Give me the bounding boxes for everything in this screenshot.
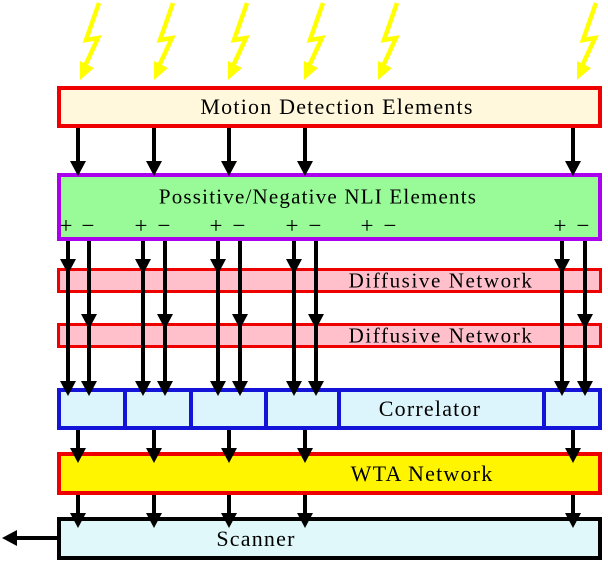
signal-line [571,128,575,163]
signal-line [571,495,575,515]
nli-elements-box [57,173,602,241]
nli-plus-terminal: + [285,213,299,238]
signal-line [571,430,575,450]
down-arrow-icon [577,381,593,396]
correlator-cell-divider [337,390,341,428]
down-arrow-icon [70,513,86,528]
lightning-bolt-icon [363,0,407,89]
lightning-bolt-icon [65,0,109,89]
down-arrow-icon [286,381,302,396]
down-arrow-icon [232,314,248,329]
signal-line [66,241,70,388]
correlator-label: Correlator [378,396,482,421]
nli-plus-terminal: + [360,213,374,238]
correlator-cell-divider [123,390,127,428]
down-arrow-icon [210,381,226,396]
down-arrow-icon [70,161,86,176]
scanner-label: Scanner [216,526,296,551]
nli-plus-terminal: + [134,213,148,238]
down-arrow-icon [210,259,226,274]
nli-minus-terminal: − [308,213,322,238]
lightning-bolt-icon [562,0,606,89]
down-arrow-icon [81,381,97,396]
down-arrow-icon [135,381,151,396]
signal-line [152,430,156,450]
signal-line [227,495,231,515]
nli-minus-terminal: − [81,213,95,238]
signal-line [152,495,156,515]
down-arrow-icon [308,381,324,396]
diffusive-network-2-label: Diffusive Network [348,323,534,348]
down-arrow-icon [135,259,151,274]
down-arrow-icon [81,314,97,329]
signal-line [227,128,231,163]
scanner-box [57,517,602,560]
signal-line [227,430,231,450]
left-arrow-icon [2,530,17,546]
correlator-cell-divider [542,390,546,428]
nli-minus-terminal: − [232,213,246,238]
signal-line [76,430,80,450]
down-arrow-icon [146,513,162,528]
down-arrow-icon [577,314,593,329]
signal-line [292,241,296,388]
diffusive-network-1-label: Diffusive Network [348,268,534,293]
scanner-output-shaft [14,536,59,540]
lightning-bolt-icon [139,0,183,89]
nli-minus-terminal: − [383,213,397,238]
down-arrow-icon [146,161,162,176]
signal-line [76,495,80,515]
down-arrow-icon [297,513,313,528]
motion-detection-label: Motion Detection Elements [200,94,474,119]
down-arrow-icon [157,314,173,329]
down-arrow-icon [297,448,313,463]
signal-line [152,128,156,163]
down-arrow-icon [221,161,237,176]
nli-minus-terminal: − [576,213,590,238]
down-arrow-icon [286,259,302,274]
lightning-bolt-icon [213,0,257,89]
down-arrow-icon [221,513,237,528]
signal-line [303,430,307,450]
down-arrow-icon [232,381,248,396]
nli-plus-terminal: + [209,213,223,238]
nli-plus-terminal: + [553,213,567,238]
down-arrow-icon [565,161,581,176]
down-arrow-icon [297,161,313,176]
correlator-cell-divider [189,390,193,428]
signal-line [216,241,220,388]
down-arrow-icon [565,448,581,463]
down-arrow-icon [308,314,324,329]
nli-plus-terminal: + [59,213,73,238]
signal-line [303,495,307,515]
down-arrow-icon [221,448,237,463]
lightning-bolt-icon [289,0,333,89]
diffusive-network-2-box [57,323,602,348]
down-arrow-icon [565,513,581,528]
down-arrow-icon [157,381,173,396]
down-arrow-icon [60,259,76,274]
signal-line [560,241,564,388]
nli-elements-label: Possitive/Negative NLI Elements [158,184,478,209]
nli-minus-terminal: − [157,213,171,238]
down-arrow-icon [146,448,162,463]
down-arrow-icon [554,381,570,396]
signal-line [303,128,307,163]
signal-line [141,241,145,388]
down-arrow-icon [554,259,570,274]
down-arrow-icon [60,381,76,396]
motion-detection-box [57,86,602,128]
down-arrow-icon [70,448,86,463]
correlator-cell-divider [264,390,268,428]
signal-line [76,128,80,163]
wta-network-label: WTA Network [350,461,494,486]
wta-network-box [57,452,602,495]
